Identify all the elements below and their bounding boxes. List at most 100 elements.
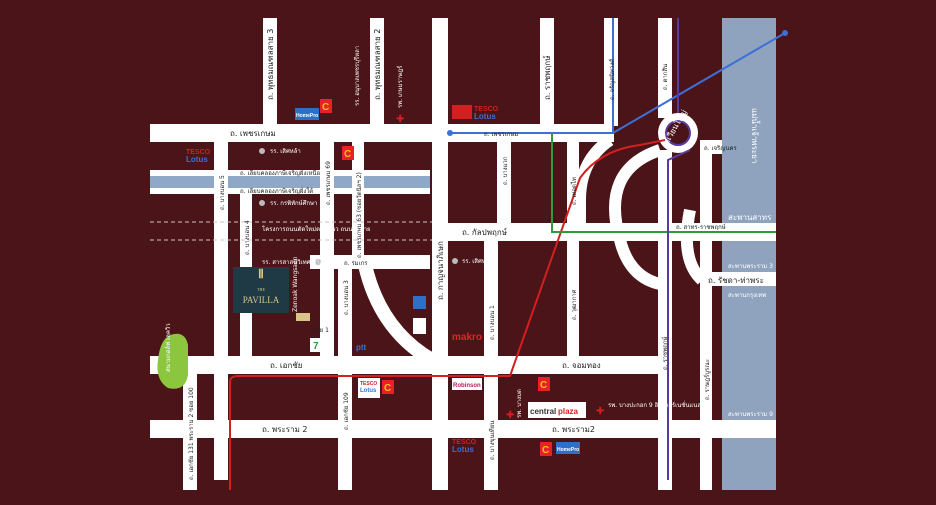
road-phetkasem-69 — [320, 140, 334, 358]
label-rama2-right: ถ. พระราม2 — [552, 425, 595, 434]
label-phetkasem-63: ถ. เพชรเกษม 63 (ซอยวัดนิลฯ 2) — [356, 172, 363, 258]
label-bang-waek: ถ. บางแวก — [502, 156, 509, 185]
label-bang-bon-3: ถ. บางบอน 3 — [343, 280, 350, 315]
seven-eleven-logo: 7 — [310, 338, 322, 352]
label-ratchaphruek-soi: ถ. ราชพฤกษ์ — [661, 337, 669, 370]
road-phutthamonthon-2 — [370, 18, 384, 126]
project-street-note: Zenoak Wangsaen — [292, 256, 299, 312]
svg-text:Robinson: Robinson — [453, 383, 481, 389]
road-curve-romklao — [358, 263, 436, 367]
road-chom-thong — [446, 356, 670, 374]
school-serm: รร. เสิศหล้า — [270, 148, 301, 155]
tesco-express: TESCO Lotus — [358, 378, 380, 398]
homepro-logo-2: HomePro — [556, 442, 580, 454]
label-phetkasem-right: ถ. เพชรเกษม — [484, 131, 518, 138]
bridge-rama3: สะพานพระราม 3 — [728, 263, 773, 270]
big-c-logo-4: C — [538, 377, 550, 391]
purple-line — [667, 18, 691, 480]
svg-text:C: C — [542, 445, 549, 456]
road-rama2-right — [446, 420, 776, 438]
big-c-logo-3: C — [382, 380, 394, 394]
road-canal-south — [150, 188, 430, 194]
road-curve-sathorn — [680, 208, 707, 285]
label-phetkasem-69: ถ. เพชรเกษม 69 — [325, 161, 332, 205]
road-phetkasem — [150, 124, 432, 142]
label-phetkasem: ถ. เพชรเกษม — [230, 129, 276, 138]
road-charan — [604, 18, 618, 126]
road-ekkachai-109 — [338, 374, 352, 490]
hospital-phetkasem: รพ. เกษมราษฎร์ — [396, 65, 404, 108]
svg-text:TESCO: TESCO — [452, 439, 477, 446]
svg-text:Lotus: Lotus — [360, 388, 377, 394]
central-plaza-logo: central plaza — [528, 402, 586, 418]
svg-text:HomePro: HomePro — [557, 447, 579, 453]
svg-text:makro: makro — [452, 332, 482, 343]
label-charoen-nakhon: ถ. เจริญนคร — [704, 145, 737, 152]
road-phetkasem-63 — [352, 140, 364, 260]
canal-phasi-charoen — [150, 176, 430, 188]
school-sarasas: รร. สารสาสน์วิเทศ บางบอน — [262, 258, 334, 266]
svg-text:plaza: plaza — [558, 407, 579, 416]
road-romklao — [310, 255, 430, 269]
label-romklao: ถ. ร่มเกร — [344, 260, 368, 267]
label-ekkachai: ถ. เอกชัย — [270, 361, 302, 370]
label-bang-khun-thian: ถ. บางขุนเทียน — [488, 421, 496, 460]
label-phutthamonthon-2: ถ. พุทธมณฑลสาย 2 — [373, 29, 382, 100]
label-wutthakat: ถ. วุฒากาศ — [571, 289, 578, 320]
road-curve-inner — [609, 144, 667, 291]
label-kanchanaphisek: ถ. กาญจนาภิเษก — [436, 241, 445, 300]
label-ratburana: ถ. ราษฎร์บูรณะ — [703, 359, 711, 400]
road-bang-waek — [497, 140, 511, 225]
robinson-logo: Robinson — [452, 378, 482, 390]
svg-text:C: C — [384, 383, 391, 394]
label-ratchada: ถ. รัชดา-ท่าพระ — [708, 276, 764, 285]
road-phutthamonthon-3 — [263, 18, 277, 126]
road-bang-bon-3 — [338, 268, 352, 358]
label-soi-1: ซอย 1 — [312, 327, 329, 334]
road-bang-bon-5 — [214, 140, 228, 480]
road-tak-sin — [658, 18, 672, 118]
road-thoet-thai — [658, 150, 672, 490]
tesco-lotus-2: TESCO Lotus — [452, 105, 499, 121]
road-wutthakat — [567, 241, 579, 356]
tesco-lotus-1: TESCO Lotus — [186, 149, 211, 164]
planned-road-note: โครงการถนนตัดใหม่ตามแนว ถนน 8 สาย — [262, 225, 371, 233]
svg-text:Lotus: Lotus — [474, 112, 496, 121]
makro-logo: makro — [452, 332, 482, 343]
bridge-rama9: สะพานพระราม 9 — [728, 411, 773, 418]
big-c-logo-1: C — [320, 99, 332, 113]
project-name: PAVILLA — [243, 295, 280, 305]
school-anuban: รร. อนุบาลเพชรบุรีหลา — [353, 46, 361, 106]
svg-text:7: 7 — [313, 341, 319, 352]
project-marker — [296, 313, 310, 321]
label-thoet-thai: ถ. เทอดไท — [570, 177, 578, 205]
svg-text:C: C — [344, 149, 351, 160]
hospital-icon-3: ✚ — [596, 406, 604, 417]
label-bang-bon-5: ถ. บางบอน 5 — [219, 175, 226, 210]
hospital-icon-1: ✚ — [396, 114, 404, 125]
svg-text:HomePro: HomePro — [296, 113, 318, 119]
school-phit: รร. กรพิทักษ์ศึกษา — [270, 199, 317, 207]
label-sathorn-ratchaphruek: ถ. สาทร-ราชพฤกษ์ — [676, 223, 726, 231]
road-canal-north — [150, 170, 430, 176]
red-line — [229, 139, 666, 490]
hospital-bangmod: รพ. บางมด — [516, 389, 523, 418]
road-ratchaphruek — [540, 18, 554, 126]
label-canal-north: ถ. เลียบคลองภาษีเจริญฝั่งเหนือ — [240, 169, 320, 177]
tesco-lotus-3: TESCO Lotus — [452, 439, 477, 454]
road-curve-charan — [574, 135, 614, 230]
svg-text:C: C — [322, 102, 329, 113]
label-bang-bon-1: ถ. บางบอน 1 — [489, 305, 496, 340]
bridge-sathorn: สะพานสาทร — [728, 213, 772, 222]
golf-label: สนามกอล์ฟ เลควิว — [164, 323, 172, 372]
road-bang-bon-1 — [484, 241, 498, 356]
label-phutthamonthon-3: ถ. พุทธมณฑลสาย 3 — [266, 29, 275, 100]
project-box — [233, 267, 289, 313]
school-serm2: รร. เสิศหล้า — [462, 258, 493, 265]
green-line — [551, 133, 776, 233]
label-bang-bon-4: ถ. บางบอน 4 — [244, 220, 251, 255]
homepro-logo-1: HomePro — [295, 108, 319, 120]
label-canal-south: ถ. เลียบคลองภาษีเจริญฝั่งใต้ — [240, 187, 313, 195]
road-ekkachai-131 — [183, 374, 197, 490]
